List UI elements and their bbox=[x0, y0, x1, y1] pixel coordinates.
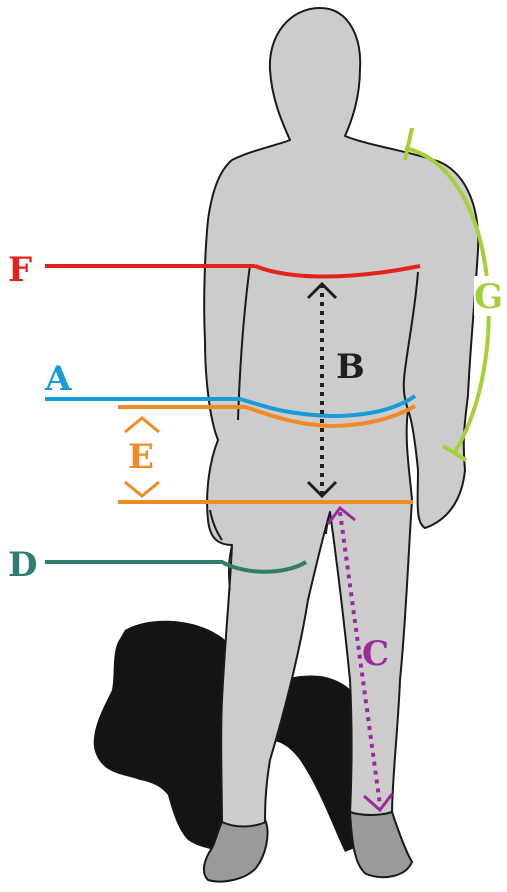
e-arrow-down-icon bbox=[125, 482, 159, 496]
label-b: B bbox=[336, 347, 365, 387]
label-d: D bbox=[8, 545, 37, 585]
label-a: A bbox=[44, 359, 72, 399]
label-f: F bbox=[8, 250, 32, 290]
e-arrow-up-icon bbox=[125, 418, 159, 432]
shoe-right bbox=[350, 812, 412, 877]
label-e: E bbox=[128, 437, 154, 477]
label-g: G bbox=[474, 277, 503, 317]
label-c: C bbox=[362, 634, 389, 674]
